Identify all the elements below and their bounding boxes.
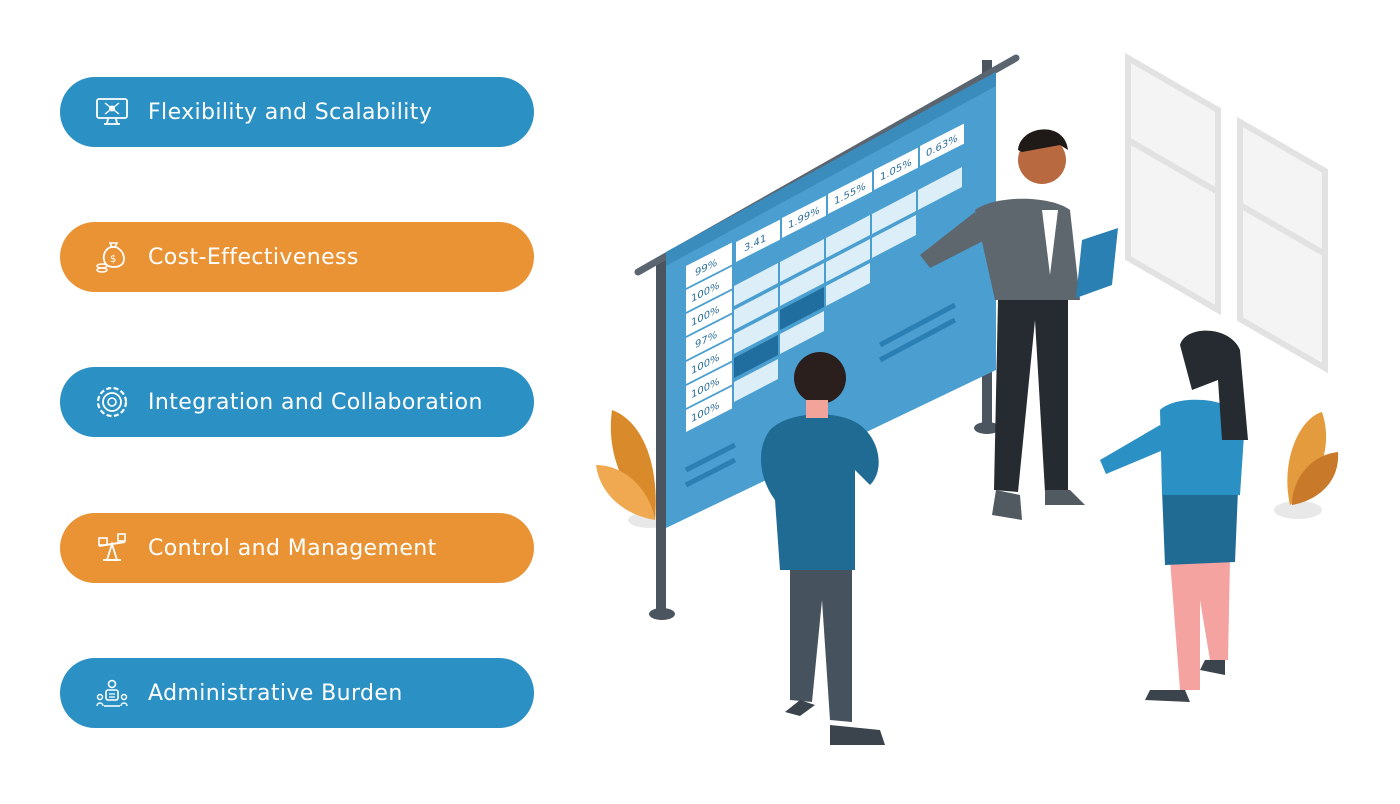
feature-label: Administrative Burden: [148, 680, 403, 706]
monitor-network-icon: [94, 94, 130, 130]
feature-label: Cost-Effectiveness: [148, 244, 359, 270]
gear-circle-icon: [94, 384, 130, 420]
person-man-front: [760, 352, 885, 745]
board-cells: [734, 167, 962, 402]
person-man-presenting: [920, 129, 1118, 520]
feature-cost-effectiveness: $ Cost-Effectiveness: [60, 222, 534, 292]
balance-scale-icon: [94, 530, 130, 566]
feature-flexibility-scalability: Flexibility and Scalability: [60, 77, 534, 147]
feature-control-management: Control and Management: [60, 513, 534, 583]
plant-right: [1274, 412, 1339, 519]
board-highlight-cells: [734, 287, 824, 378]
business-meeting-illustration: 3.41 1.99% 1.55% 1.05% 0.63% 99% 100% 10…: [596, 52, 1339, 745]
board-bars: [684, 302, 957, 488]
feature-administrative-burden: Administrative Burden: [60, 658, 534, 728]
board-row-labels: 99% 100% 100% 97% 100% 100% 100%: [686, 242, 732, 432]
feature-label: Flexibility and Scalability: [148, 99, 433, 125]
feature-integration-collaboration: Integration and Collaboration: [60, 367, 534, 437]
window-right: [1237, 116, 1328, 374]
person-woman: [1100, 330, 1248, 702]
window-left: [1125, 52, 1221, 316]
feature-label: Integration and Collaboration: [148, 389, 483, 415]
money-bag-icon: $: [94, 239, 130, 275]
admin-team-icon: [94, 675, 130, 711]
svg-text:$: $: [110, 254, 116, 265]
feature-label: Control and Management: [148, 535, 437, 561]
